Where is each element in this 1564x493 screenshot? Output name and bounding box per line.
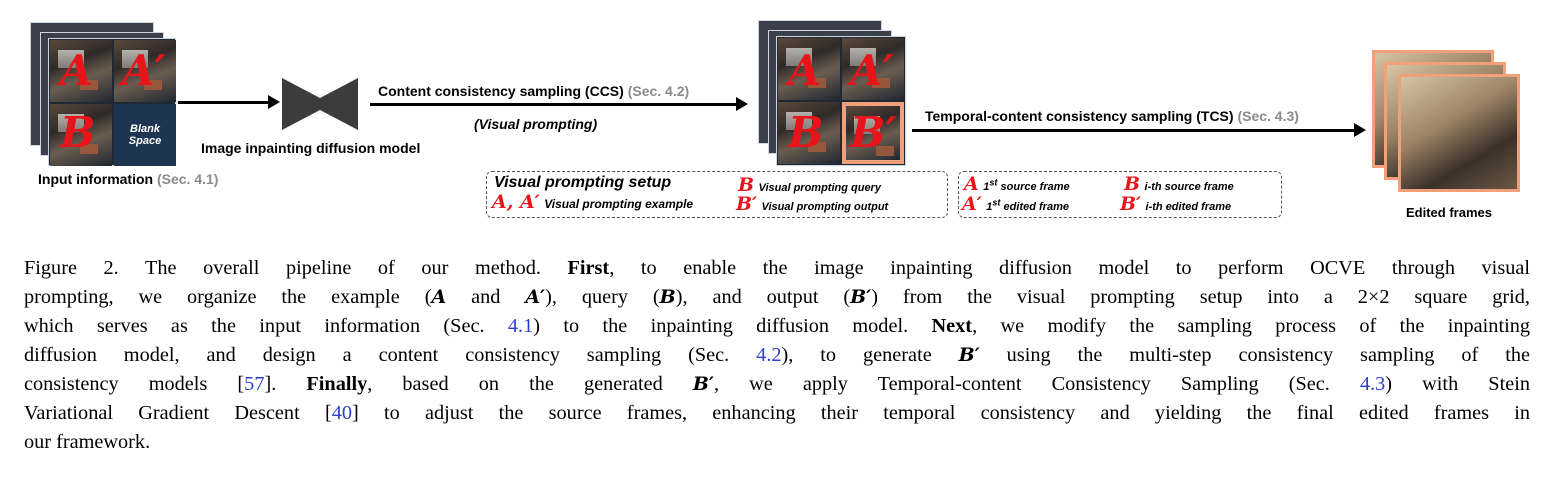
legend-ith-edited: B′ i-th edited frame: [1120, 195, 1231, 215]
legend-query-sym: B: [738, 174, 755, 196]
blank-space-line1: Blank: [130, 123, 160, 135]
legend-ith-source: B i-th source frame: [1124, 175, 1234, 195]
legend-first-source-text: 1st source frame: [983, 177, 1070, 193]
input-information-label: Input information (Sec. 4.1): [38, 171, 218, 187]
caption-line-3: which serves as the input information (S…: [24, 315, 1530, 337]
grid-tile-a-prime: [114, 40, 176, 102]
visual-prompting-label: (Visual prompting): [474, 116, 598, 132]
edited-frame-front: [1398, 74, 1520, 192]
letter-a-prime: A′: [122, 46, 166, 95]
out-tile-a-prime: [842, 38, 904, 100]
tcs-arrow-head: [1354, 123, 1366, 137]
ref-sec-4-2[interactable]: 4.2: [756, 344, 782, 366]
legend-query: B Visual prompting query: [738, 176, 881, 196]
out-tile-b-prime: [842, 102, 904, 164]
legend-ith-source-sym: B: [1124, 173, 1141, 195]
legend-first-edited: A′ 1st edited frame: [962, 195, 1069, 215]
legend-output-text: Visual prompting output: [761, 201, 889, 213]
caption-line-7: our framework.: [24, 431, 151, 453]
caption-line-6: Variational Gradient Descent [40] to adj…: [24, 402, 1531, 424]
out-letter-b: B: [788, 108, 824, 157]
inpainting-model-label: Image inpainting diffusion model: [201, 140, 421, 156]
ref-57[interactable]: 57: [244, 373, 265, 395]
edited-frames-label: Edited frames: [1406, 205, 1492, 220]
legend-ith-source-text: i-th source frame: [1144, 181, 1234, 193]
out-letter-b-prime: B′: [850, 108, 897, 157]
legend-first-edited-text: 1st edited frame: [986, 197, 1069, 213]
caption-line-4: diffusion model, and design a content co…: [24, 344, 1530, 366]
out-letter-a-prime: A′: [850, 46, 894, 95]
input-information-text: Input information: [38, 171, 154, 187]
grid-tile-b: [50, 104, 112, 166]
legend-output: B′ Visual prompting output: [736, 195, 888, 215]
legend-setup-box: [486, 171, 948, 218]
legend-first-source-sym: A: [964, 173, 979, 195]
figure-caption: Figure 2. The overall pipeline of our me…: [24, 254, 1530, 457]
ref-40[interactable]: 40: [331, 402, 352, 424]
legend-query-text: Visual prompting query: [758, 182, 881, 194]
legend-frames-box: [958, 171, 1282, 218]
legend-first-source: A 1st source frame: [964, 175, 1070, 195]
ccs-arrow: [370, 103, 738, 106]
ccs-arrow-head: [736, 97, 748, 111]
ccs-label: Content consistency sampling (CCS) (Sec.…: [378, 83, 689, 99]
legend-example-text: Visual prompting example: [544, 197, 694, 211]
out-tile-a: [778, 38, 840, 100]
caption-line-2: prompting, we organize the example (A an…: [24, 286, 1530, 308]
blank-space-tile: Blank Space: [114, 104, 176, 166]
legend-output-sym: B′: [736, 193, 758, 215]
arrow-to-model: [178, 101, 270, 104]
ccs-ref: (Sec. 4.2): [627, 83, 690, 99]
tcs-arrow: [912, 129, 1356, 132]
letter-a: A: [60, 46, 93, 95]
caption-line-1: Figure 2. The overall pipeline of our me…: [24, 257, 1530, 279]
ccs-text: Content consistency sampling (CCS): [378, 83, 624, 99]
arrow-to-model-head: [268, 95, 280, 109]
diffusion-model-icon: [282, 78, 358, 130]
legend-example: A, A′ Visual prompting example: [492, 193, 693, 213]
ref-sec-4-3[interactable]: 4.3: [1359, 373, 1386, 395]
out-tile-b: [778, 102, 840, 164]
tcs-label: Temporal-content consistency sampling (T…: [925, 108, 1299, 124]
legend-setup-title: Visual prompting setup: [494, 174, 672, 191]
input-information-ref: (Sec. 4.1): [156, 171, 219, 187]
letter-b: B: [60, 108, 96, 157]
blank-space-line2: Space: [128, 135, 162, 147]
out-letter-a: A: [788, 46, 821, 95]
tcs-text: Temporal-content consistency sampling (T…: [925, 108, 1234, 124]
grid-tile-a: [50, 40, 112, 102]
legend-ith-edited-text: i-th edited frame: [1145, 201, 1232, 213]
legend-ith-edited-sym: B′: [1120, 193, 1142, 215]
legend-example-sym: A, A′: [492, 191, 540, 213]
tcs-ref: (Sec. 4.3): [1237, 108, 1299, 124]
caption-line-5: consistency models [57]. Finally, based …: [24, 373, 1530, 395]
legend-first-edited-sym: A′: [962, 193, 982, 215]
ref-sec-4-1[interactable]: 4.1: [507, 315, 534, 337]
